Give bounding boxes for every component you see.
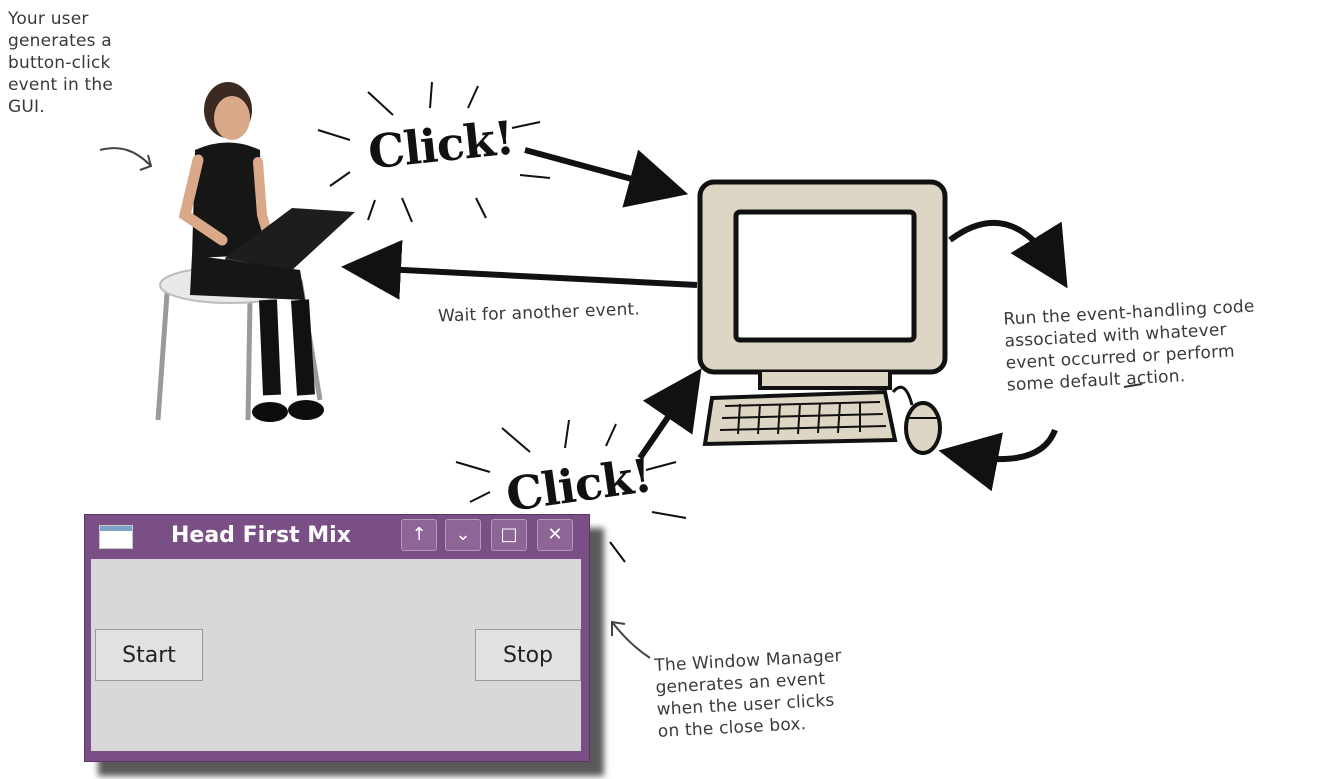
window-icon[interactable] [99, 525, 133, 549]
window-manager-annotation: The Window Manager generates an event wh… [654, 645, 846, 743]
window-client-area: Start Stop [91, 559, 581, 751]
start-button[interactable]: Start [95, 629, 203, 681]
arrow-to-computer [525, 150, 665, 188]
window-titlebar[interactable]: Head First Mix ↑ ⌄ □ ✕ [85, 515, 589, 557]
arrow-return [962, 430, 1055, 459]
run-handler-annotation: Run the event-handling code associated w… [1003, 295, 1259, 396]
arrow-run-handler [950, 223, 1055, 268]
close-icon[interactable]: ✕ [537, 519, 573, 551]
minimize-icon[interactable]: ⌄ [445, 519, 481, 551]
pointer-window-manager [612, 622, 650, 658]
shade-icon[interactable]: ↑ [401, 519, 437, 551]
computer-drawing [700, 182, 945, 453]
window-title: Head First Mix [171, 523, 351, 548]
pointer-arrow [100, 148, 150, 165]
stop-button[interactable]: Stop [475, 629, 581, 681]
maximize-icon[interactable]: □ [491, 519, 527, 551]
app-window: Head First Mix ↑ ⌄ □ ✕ Start Stop [84, 514, 590, 762]
arrow-to-user [365, 268, 697, 285]
